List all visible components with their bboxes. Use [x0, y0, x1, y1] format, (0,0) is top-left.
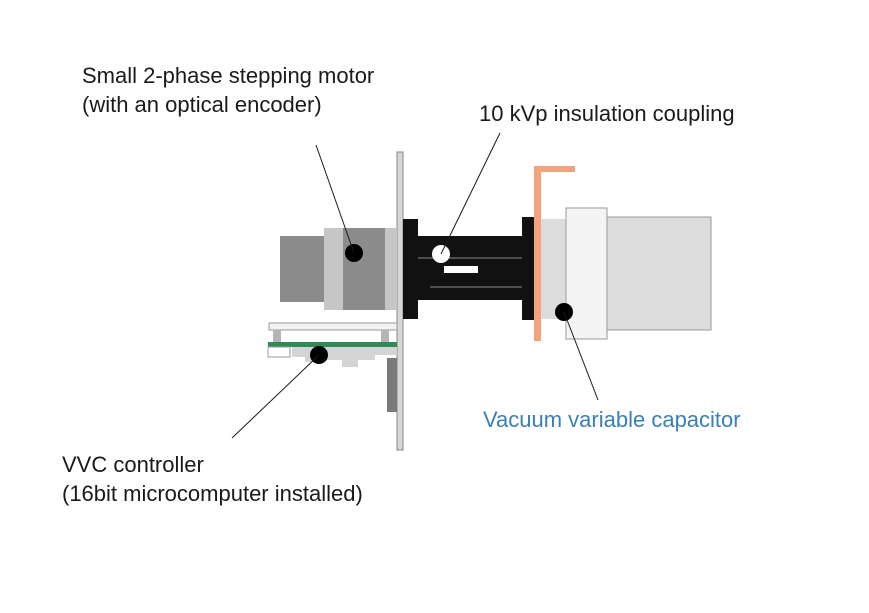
board-connector — [267, 346, 291, 358]
capacitor-leader-line — [563, 311, 599, 401]
controller-label-line2: (16bit microcomputer installed) — [62, 481, 363, 506]
coupling-hub-left — [403, 219, 418, 319]
coupling-hub-right — [522, 217, 536, 320]
standoff-left — [273, 330, 281, 342]
controller-leader-line — [231, 354, 320, 439]
coupling-label: 10 kVp insulation coupling — [479, 101, 735, 126]
motor-leader-line — [315, 144, 355, 254]
stepping-motor — [280, 228, 397, 310]
capacitor-label: Vacuum variable capacitor — [483, 407, 741, 432]
motor-label-line1: Small 2-phase stepping motor — [82, 63, 375, 88]
capacitor-body — [606, 216, 712, 331]
coupling-highlight — [444, 266, 478, 273]
circuit-board — [268, 342, 397, 347]
controller-label-line1: VVC controller — [62, 452, 204, 477]
copper-plate — [534, 166, 575, 341]
motor-rear-body — [280, 236, 325, 302]
coupling-leader-line — [440, 132, 501, 255]
standoff-right — [381, 330, 389, 342]
panel-connector — [387, 358, 397, 412]
board-components — [292, 347, 397, 367]
controller-bracket — [268, 322, 398, 331]
capacitor-collar — [565, 207, 608, 340]
motor-label-line2: (with an optical encoder) — [82, 92, 322, 117]
motor-front-flange — [385, 228, 397, 310]
vvc-controller — [267, 322, 398, 412]
motor-encoder-ring — [324, 228, 344, 310]
vacuum-variable-capacitor — [534, 166, 712, 341]
mounting-panel — [396, 151, 404, 451]
insulation-coupling — [403, 217, 536, 320]
